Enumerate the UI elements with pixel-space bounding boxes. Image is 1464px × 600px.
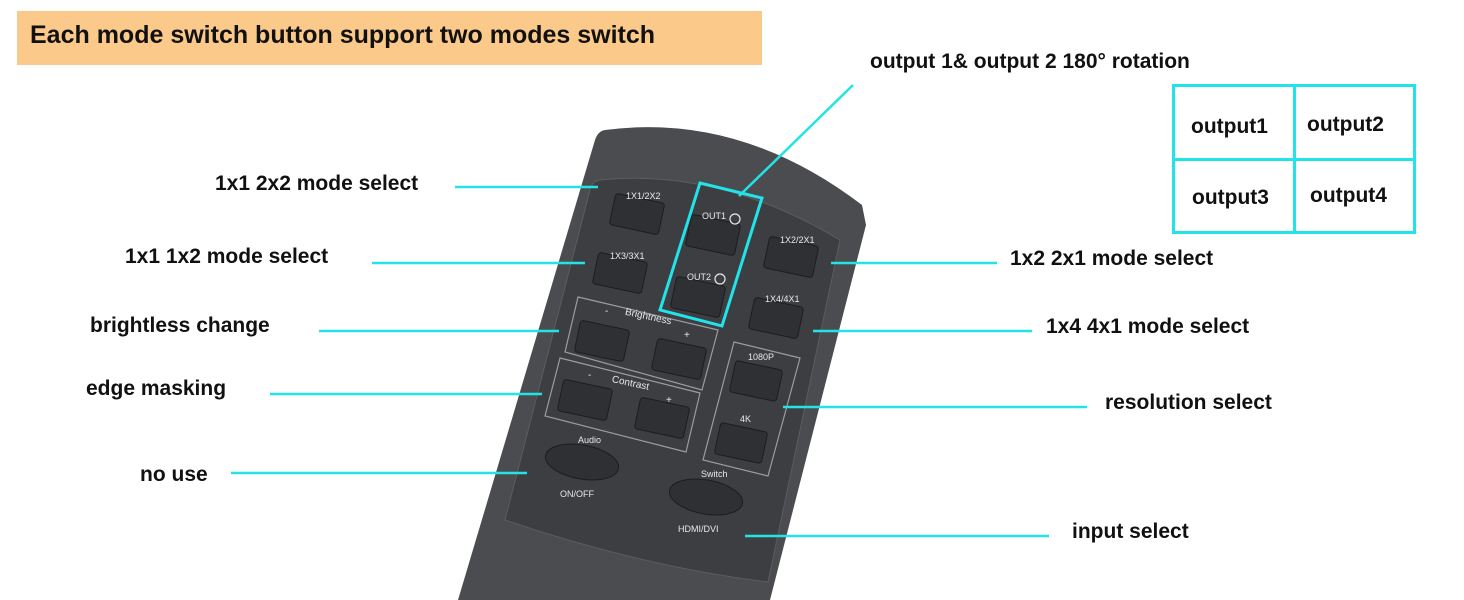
btn-label-1x2-2x1: 1X2/2X1 (780, 235, 815, 245)
button-1x1-2x2: 1X1/2X2 (609, 191, 665, 235)
contrast-frame (544, 357, 701, 453)
grid-divider-vertical (1293, 87, 1296, 231)
brightness-minus-label: - (605, 306, 608, 317)
grid-cell-output3: output3 (1192, 186, 1269, 209)
label-mode-1x2-2x1: 1x2 2x1 mode select (1010, 247, 1214, 270)
grid-cell-output2: output2 (1307, 113, 1384, 136)
res-1080p-button (729, 360, 783, 402)
output-layout-grid: output1 output2 output3 output4 (1172, 84, 1416, 234)
banner-text: Each mode switch button support two mode… (30, 21, 656, 49)
button-out1: OUT1 (685, 211, 741, 256)
audio-top-label: Audio (578, 435, 601, 445)
label-no-use: no use (140, 463, 208, 486)
label-mode-1x1-1x2: 1x1 1x2 mode select (125, 245, 329, 268)
leader-lines (231, 84, 1087, 538)
button-1x3-3x1: 1X3/3X1 (592, 251, 648, 294)
res-label-4k: 4K (740, 414, 751, 424)
btn-label-1x1-2x2: 1X1/2X2 (626, 191, 661, 201)
switch-bottom-label: HDMI/DVI (678, 524, 719, 534)
btn-label-1x4-4x1: 1X4/4X1 (765, 294, 800, 304)
btn-label-out2: OUT2 (687, 272, 711, 282)
contrast-minus-label: - (588, 370, 591, 381)
contrast-minus-button (557, 379, 613, 421)
button-1x4-4x1: 1X4/4X1 (748, 294, 804, 339)
btn-label-1x3-3x1: 1X3/3X1 (610, 251, 645, 261)
switch-button (668, 478, 744, 516)
label-resolution: resolution select (1105, 391, 1272, 414)
title-banner: Each mode switch button support two mode… (17, 11, 762, 65)
rotate-icon (714, 273, 726, 285)
res-label-1080p: 1080P (748, 352, 774, 362)
contrast-plus-button (634, 397, 690, 439)
label-brightness: brightless change (90, 314, 270, 337)
audio-button (544, 443, 620, 481)
res-4k-button (714, 422, 768, 464)
contrast-plus-label: + (666, 395, 672, 406)
audio-bottom-label: ON/OFF (560, 489, 594, 499)
leader-rotation (738, 84, 854, 197)
label-mode-1x4-4x1: 1x4 4x1 mode select (1046, 315, 1250, 338)
btn-label-out1: OUT1 (702, 211, 726, 221)
switch-top-label: Switch (701, 469, 728, 479)
resolution-frame (702, 341, 801, 477)
grid-cell-output1: output1 (1191, 115, 1268, 138)
label-edge-masking: edge masking (86, 377, 227, 400)
brightness-frame (564, 296, 719, 391)
button-out2: OUT2 (670, 272, 726, 318)
label-mode-1x1-2x2: 1x1 2x2 mode select (215, 172, 419, 195)
brightness-plus-label: + (684, 330, 690, 341)
label-rotation: output 1& output 2 180° rotation (870, 50, 1190, 73)
button-1x2-2x1: 1X2/2X1 (763, 235, 819, 278)
brightness-minus-button (574, 320, 630, 362)
rotate-icon (729, 213, 741, 225)
grid-cell-output4: output4 (1310, 184, 1387, 207)
label-input: input select (1072, 520, 1189, 543)
brightness-plus-button (651, 338, 707, 380)
